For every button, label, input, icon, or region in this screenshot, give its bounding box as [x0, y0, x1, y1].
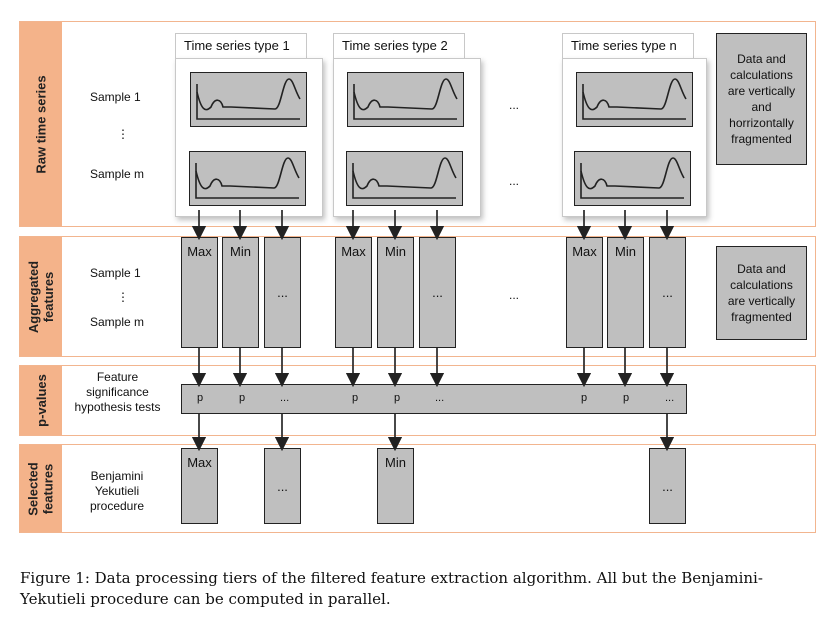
- agg-more-type-n: ...: [649, 237, 686, 348]
- agg-min-type-2: Min: [377, 237, 414, 348]
- thumbnail-axes: [352, 163, 456, 199]
- time-series-curve: [196, 78, 301, 111]
- aggregated-fragmentation-note: Data and calculations are vertically fra…: [716, 246, 807, 340]
- time-series-curve: [352, 157, 457, 190]
- tier-label-aggregated: Aggregated features: [20, 237, 62, 356]
- figure-caption: Figure 1: Data processing tiers of the f…: [20, 569, 763, 608]
- p-value-7: p: [581, 392, 588, 404]
- sample-1-type-1-thumbnail: [190, 72, 307, 127]
- time-series-curve: [353, 78, 458, 111]
- time-series-curve: [195, 157, 300, 190]
- agg-between-dots: ...: [509, 288, 520, 302]
- selected-more-type-1: ...: [264, 448, 301, 524]
- raw-between-dots-1: ...: [509, 98, 520, 112]
- p-value-5: p: [394, 392, 401, 404]
- time-series-type-1-tab: Time series type 1: [175, 33, 307, 59]
- agg-sample-m-label: Sample m: [90, 315, 145, 329]
- p-value-4: p: [352, 392, 359, 404]
- hypothesis-tests-label: Feature significance hypothesis tests: [74, 370, 161, 414]
- p-values-bar: p p ... p p ... p p ...: [181, 384, 687, 414]
- sample-m-type-n-thumbnail: [574, 151, 691, 206]
- agg-sample-1-label: Sample 1: [90, 266, 141, 280]
- sample-1-type-2-thumbnail: [347, 72, 464, 127]
- sample-m-type-2-thumbnail: [346, 151, 463, 206]
- agg-max-type-1: Max: [181, 237, 218, 348]
- time-series-curve: [582, 78, 687, 111]
- p-value-6: ...: [435, 392, 445, 404]
- tier-label-raw: Raw time series: [20, 22, 62, 226]
- p-value-2: p: [239, 392, 246, 404]
- agg-min-type-1: Min: [222, 237, 259, 348]
- sample-1-type-n-thumbnail: [576, 72, 693, 127]
- agg-max-type-2: Max: [335, 237, 372, 348]
- selected-min-type-2: Min: [377, 448, 414, 524]
- raw-sample-m-label: Sample m: [90, 167, 145, 181]
- agg-more-type-1: ...: [264, 237, 301, 348]
- time-series-type-2-tab: Time series type 2: [333, 33, 465, 59]
- raw-between-dots-2: ...: [509, 174, 520, 188]
- thumbnail-axes: [580, 163, 684, 199]
- time-series-type-n-tab: Time series type n: [562, 33, 694, 59]
- selected-max-type-1: Max: [181, 448, 218, 524]
- sample-m-type-1-thumbnail: [189, 151, 306, 206]
- raw-sample-1-label: Sample 1: [90, 90, 141, 104]
- raw-sample-dots: ⋮: [117, 127, 129, 141]
- agg-sample-dots: ⋮: [117, 290, 129, 304]
- benjamini-yekutieli-label: Benjamini Yekutieli procedure: [89, 469, 145, 513]
- tier-label-pvalues: p-values: [20, 366, 62, 435]
- thumbnail-axes: [582, 84, 686, 120]
- p-value-3: ...: [280, 392, 290, 404]
- tier-label-selected: Selected features: [20, 445, 62, 532]
- selected-more-type-n: ...: [649, 448, 686, 524]
- agg-more-type-2: ...: [419, 237, 456, 348]
- thumbnail-axes: [195, 163, 299, 199]
- raw-fragmentation-note: Data and calculations are vertically and…: [716, 33, 807, 165]
- p-value-8: p: [623, 392, 630, 404]
- time-series-curve: [580, 157, 685, 190]
- p-value-1: p: [197, 392, 204, 404]
- thumbnail-axes: [353, 84, 457, 120]
- thumbnail-axes: [196, 84, 300, 120]
- p-value-9: ...: [665, 392, 675, 404]
